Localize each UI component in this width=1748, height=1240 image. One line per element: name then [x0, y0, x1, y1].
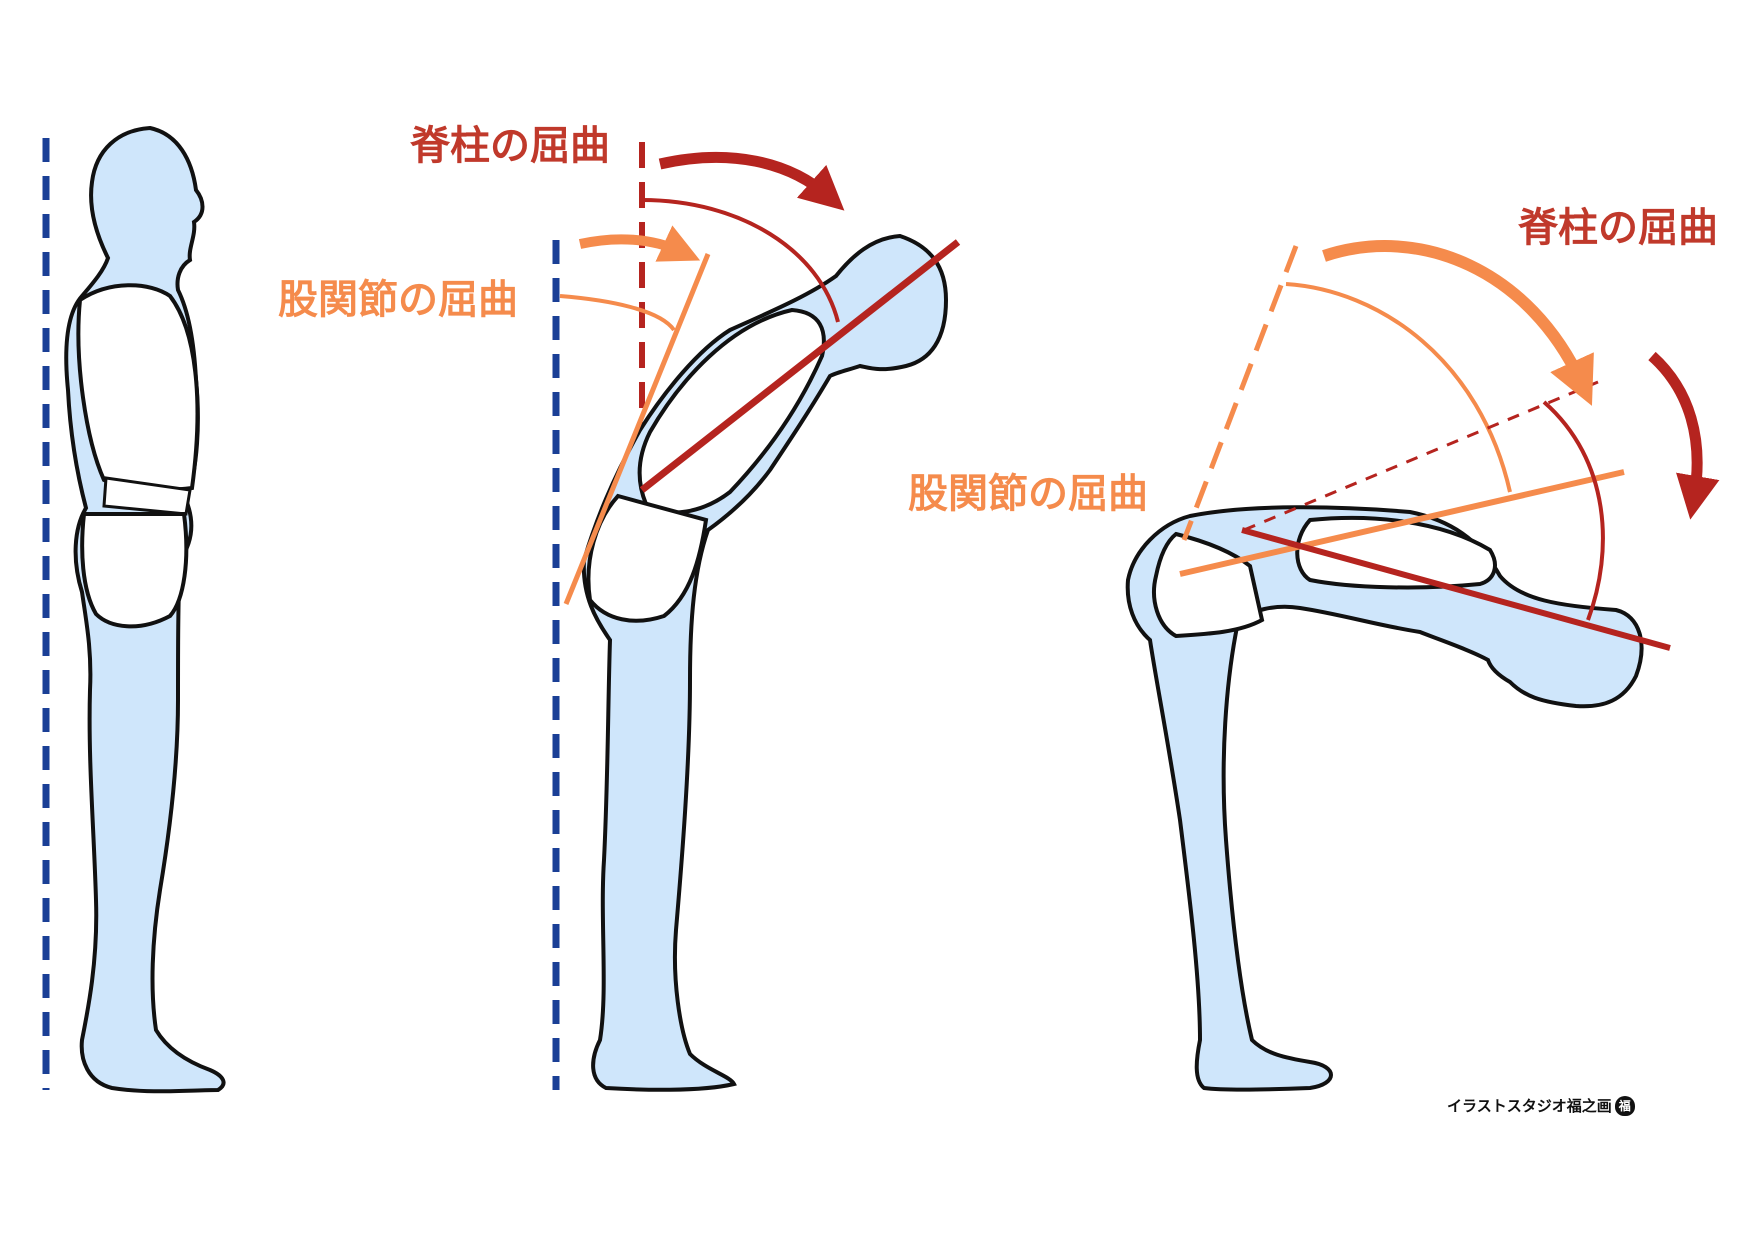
- spine-arrow-2: [658, 151, 845, 211]
- standing-ribcage: [76, 283, 200, 492]
- hip-arrow-3: [1322, 240, 1594, 406]
- spine-dashed-reference-3: [1243, 380, 1599, 532]
- spine-angle-arc-2: [641, 198, 840, 323]
- figure-half-bent: [552, 142, 961, 1092]
- hip-arrow-2: [578, 225, 701, 262]
- spine-arrow-3: [1648, 351, 1720, 520]
- hip-angle-line-3: [1179, 469, 1625, 577]
- label-hip-flexion-middle: 股関節の屈曲: [278, 277, 518, 323]
- standing-pelvis: [80, 512, 189, 629]
- label-spine-flexion-middle: 脊柱の屈曲: [410, 123, 610, 169]
- studio-credit: イラストスタジオ福之画 福: [1447, 1095, 1635, 1116]
- spine-angle-arc-3: [1542, 400, 1605, 621]
- label-spine-flexion-right: 脊柱の屈曲: [1518, 205, 1718, 251]
- figure-standing: [42, 125, 226, 1094]
- studio-credit-text: イラストスタジオ福之画: [1447, 1097, 1612, 1115]
- spine-angle-line-3: [1241, 527, 1671, 651]
- spine-angle-line-2: [639, 239, 961, 493]
- hip-angle-line-2: [563, 253, 711, 605]
- figure-fully-bent: [1125, 240, 1720, 1092]
- hip-angle-arc-2: [559, 294, 676, 332]
- vertical-reference-line-3: [1181, 245, 1299, 541]
- hip-angle-arc-3: [1285, 282, 1512, 493]
- studio-logo-icon: 福: [1614, 1095, 1635, 1116]
- label-hip-flexion-right: 股関節の屈曲: [908, 471, 1148, 517]
- fully-bent-body-silhouette: [1125, 505, 1644, 1092]
